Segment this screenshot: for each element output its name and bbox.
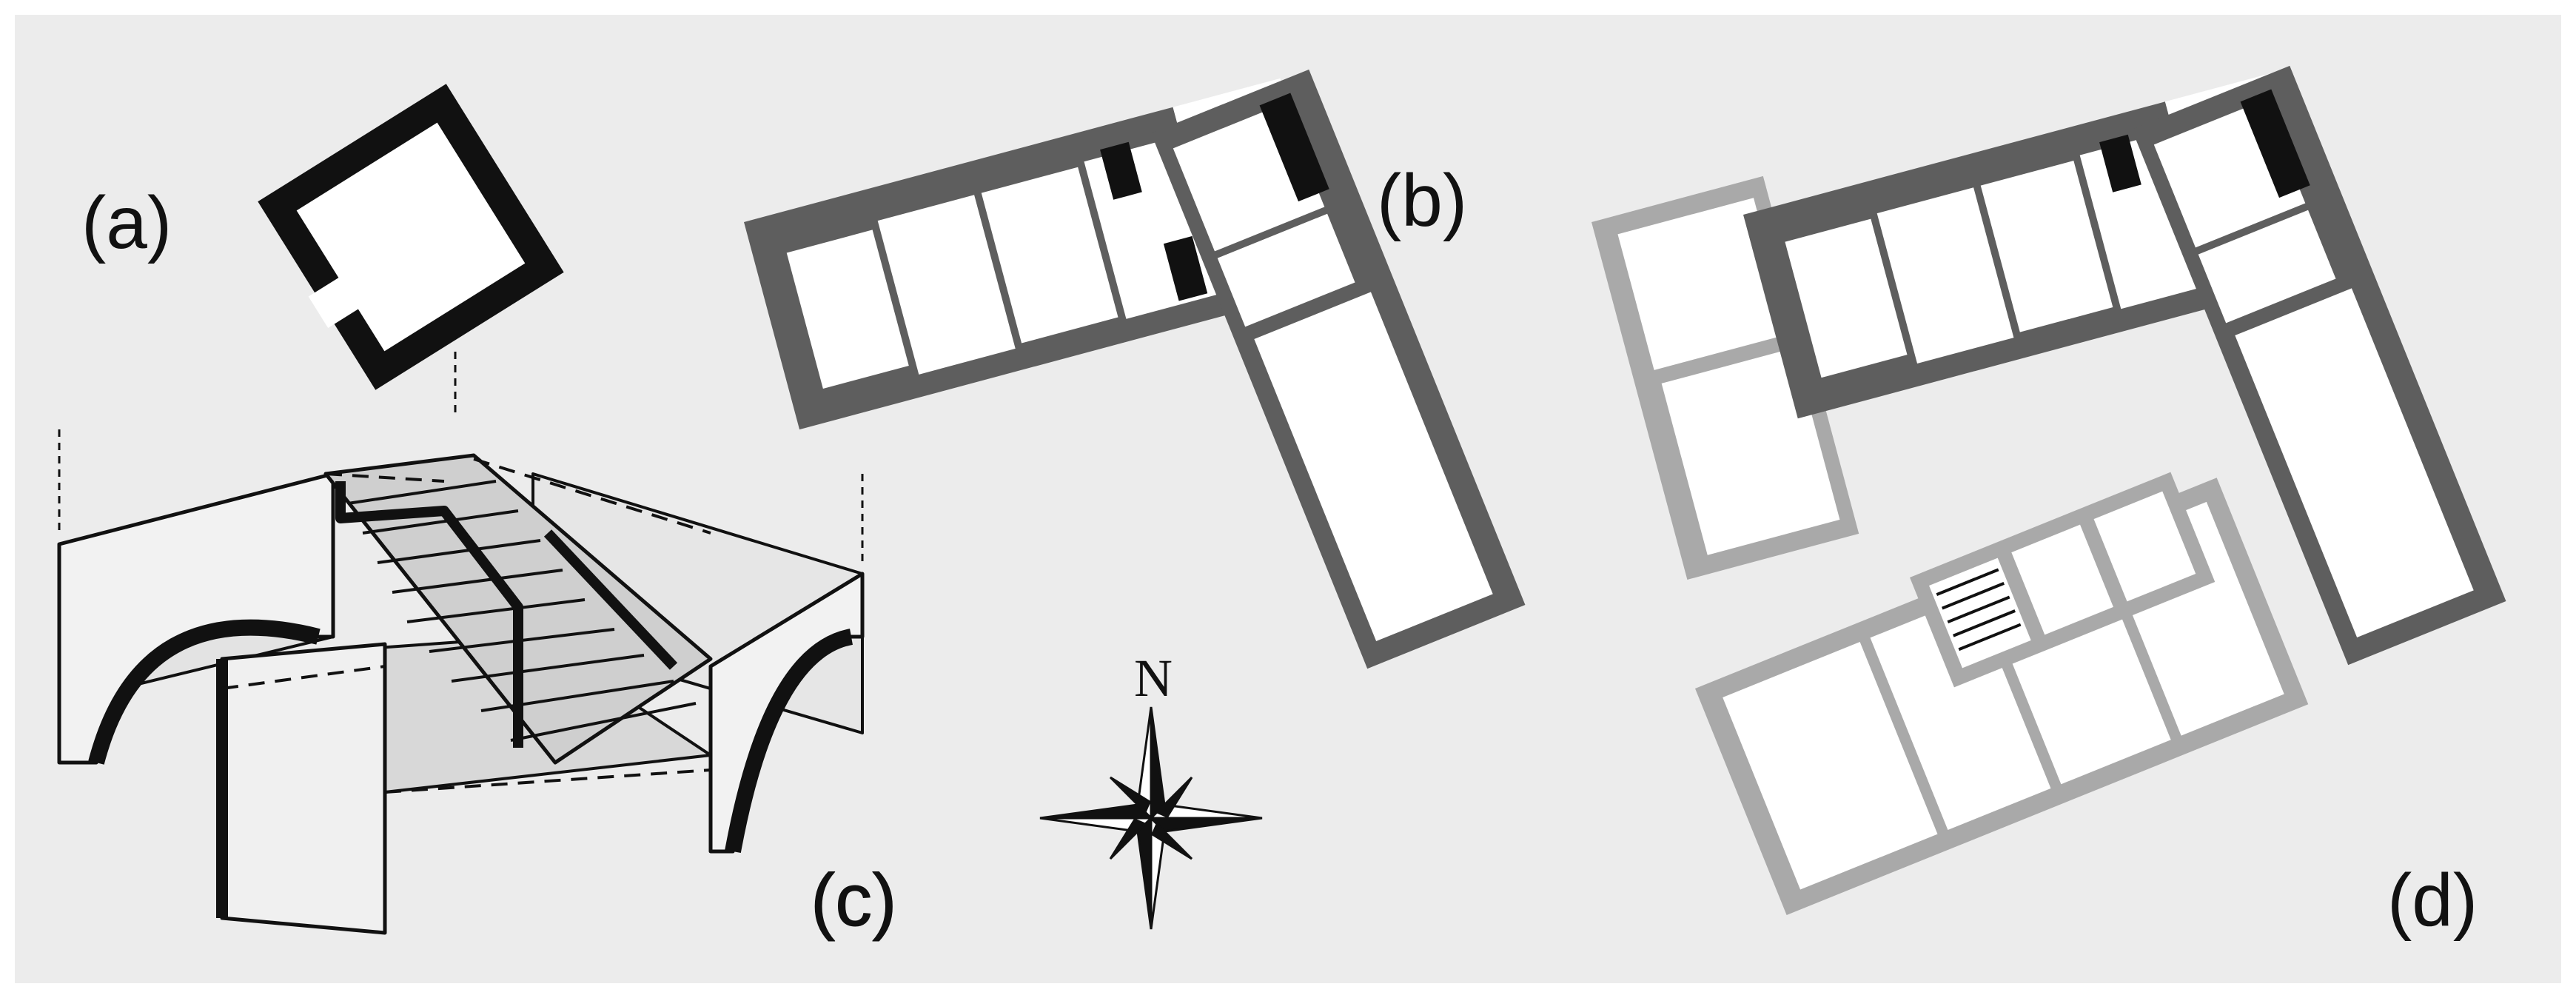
- room-3: [1980, 160, 2113, 332]
- addition-room-4: [1870, 596, 2051, 831]
- north-label: N: [1134, 649, 1173, 708]
- room-1: [786, 230, 909, 389]
- compass-point-ne: [1155, 776, 1193, 818]
- long-hall: [2235, 288, 2474, 638]
- small-room: [2093, 491, 2196, 602]
- black-wall-segment: [2240, 89, 2310, 198]
- stair-room: [1929, 557, 2031, 669]
- black-wall-segment: [1259, 93, 1329, 202]
- panel-b-label: (b): [1377, 159, 1467, 242]
- room-2: [1876, 187, 2014, 364]
- panel-b: (b): [744, 69, 1526, 669]
- room-6: [2198, 210, 2336, 324]
- room-2: [877, 195, 1016, 375]
- compass-point-sw: [1109, 818, 1147, 860]
- north-compass: N: [1039, 649, 1263, 930]
- room-1: [1785, 218, 1908, 378]
- panel-b-east-wing: [1151, 69, 1526, 669]
- addition-room-1: [1617, 198, 1791, 370]
- long-hall: [1254, 292, 1493, 642]
- black-wall-segment: [1100, 141, 1142, 200]
- addition-room-3: [1723, 642, 1938, 890]
- panel-a-room-plan: [258, 84, 564, 390]
- stair-parapet: [335, 481, 523, 748]
- panel-a: (a): [81, 84, 564, 390]
- compass-point-se: [1151, 822, 1193, 860]
- panel-d-east-wing: [2132, 65, 2506, 666]
- compass-point-nw: [1109, 776, 1151, 814]
- left-vault-arch: [88, 619, 321, 765]
- stair-steps: [1936, 568, 2022, 652]
- panel-c: (c): [57, 352, 897, 942]
- room-doorway: [308, 275, 361, 328]
- room-3: [981, 167, 1118, 344]
- black-wall-segment: [2099, 134, 2141, 192]
- small-room: [2011, 524, 2113, 635]
- room-6: [1217, 213, 1355, 327]
- right-vault-arch: [725, 629, 853, 854]
- stair-block: [1910, 472, 2216, 688]
- central-pier: [220, 642, 387, 935]
- panel-d: (d): [1591, 65, 2506, 942]
- panel-a-label: (a): [81, 181, 172, 264]
- stair-rail: [543, 529, 678, 670]
- room-interior: [296, 122, 526, 352]
- hidden-lines: [221, 458, 711, 794]
- panel-c-label: (c): [811, 859, 897, 942]
- panel-d-label: (d): [2387, 859, 2478, 942]
